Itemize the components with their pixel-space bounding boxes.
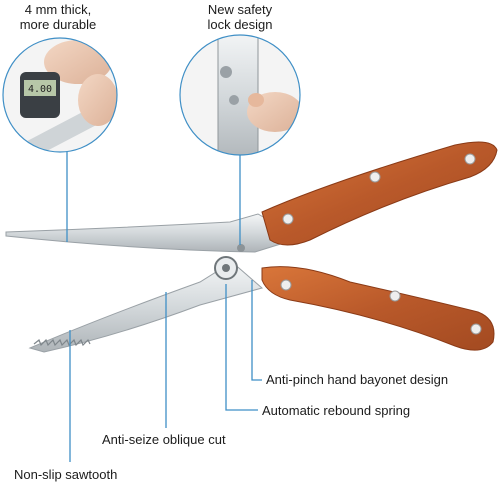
- thickness-detail: 4.00: [2, 37, 118, 153]
- callout-lock-line2: lock design: [207, 17, 273, 32]
- upper-handle: [261, 141, 498, 246]
- callout-leaders: [66, 152, 262, 462]
- lower-blade: [28, 261, 264, 353]
- callout-thickness-line2: more durable: [19, 17, 97, 32]
- callout-lock-line1: New safety: [207, 2, 273, 17]
- handle-rivet: [464, 153, 476, 165]
- callout-bayonet: Anti-pinch hand bayonet design: [266, 372, 449, 387]
- lower-handle: [261, 266, 495, 351]
- upper-blade: [5, 213, 302, 253]
- handle-rivet: [470, 323, 482, 335]
- callout-oblique: Anti-seize oblique cut: [102, 432, 226, 447]
- handle-rivet: [369, 171, 381, 183]
- callout-sawtooth: Non-slip sawtooth: [14, 467, 118, 482]
- handle-rivet: [280, 279, 292, 291]
- lock-detail: [179, 34, 301, 156]
- lock-pin: [237, 244, 245, 252]
- callout-lock: New safety lock design: [188, 2, 292, 32]
- handle-rivet: [389, 290, 401, 302]
- callout-thickness: 4 mm thick, more durable: [2, 2, 114, 32]
- gauge-reading: 4.00: [28, 84, 52, 95]
- handle-rivet: [282, 213, 294, 225]
- callout-thickness-line1: 4 mm thick,: [24, 2, 92, 17]
- callout-spring: Automatic rebound spring: [262, 403, 411, 418]
- sawtooth-edge: [33, 338, 91, 347]
